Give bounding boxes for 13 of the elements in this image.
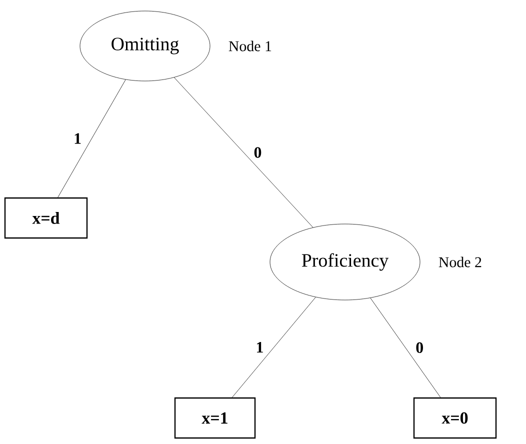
node-label: Node 1	[228, 40, 272, 52]
edge-label: 0	[416, 342, 423, 354]
branch-line	[232, 296, 316, 398]
edge-label: 1	[257, 342, 263, 353]
branch-line	[58, 79, 126, 198]
branch-line	[370, 298, 441, 398]
edge-label: 1	[74, 133, 81, 144]
edge-label: 0	[254, 147, 262, 158]
node-label: Node 2	[438, 256, 482, 268]
leaf-box: x=d	[4, 197, 88, 239]
leaf-box: x=0	[413, 397, 497, 439]
branch-line	[174, 77, 314, 228]
leaf-box: x=1	[174, 397, 256, 439]
